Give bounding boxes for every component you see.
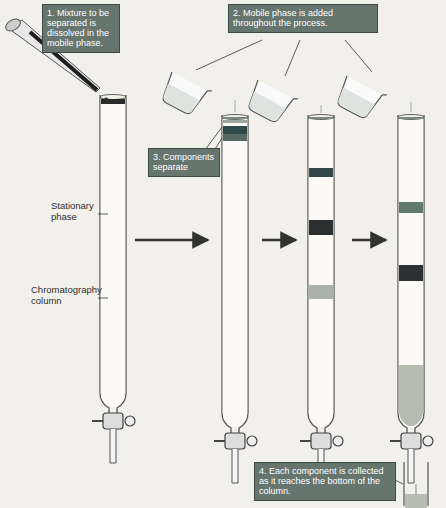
callout-box: 2. Mobile phase is added throughout the …	[228, 4, 378, 33]
callout-box: 4. Each component is collected as it rea…	[254, 462, 396, 501]
part-label: Stationary phase	[50, 201, 98, 223]
callout-text: 2. Mobile phase is added throughout the …	[233, 8, 373, 28]
part-label: Chromatography column	[30, 285, 98, 307]
callout-text: 4. Each component is collected as it rea…	[259, 466, 391, 496]
callout-box: 1. Mixture to be separated is dissolved …	[42, 4, 120, 53]
callout-box: 3. Components separate	[148, 148, 220, 177]
callout-text: 3. Components separate	[153, 152, 215, 172]
callout-text: 1. Mixture to be separated is dissolved …	[47, 8, 115, 48]
